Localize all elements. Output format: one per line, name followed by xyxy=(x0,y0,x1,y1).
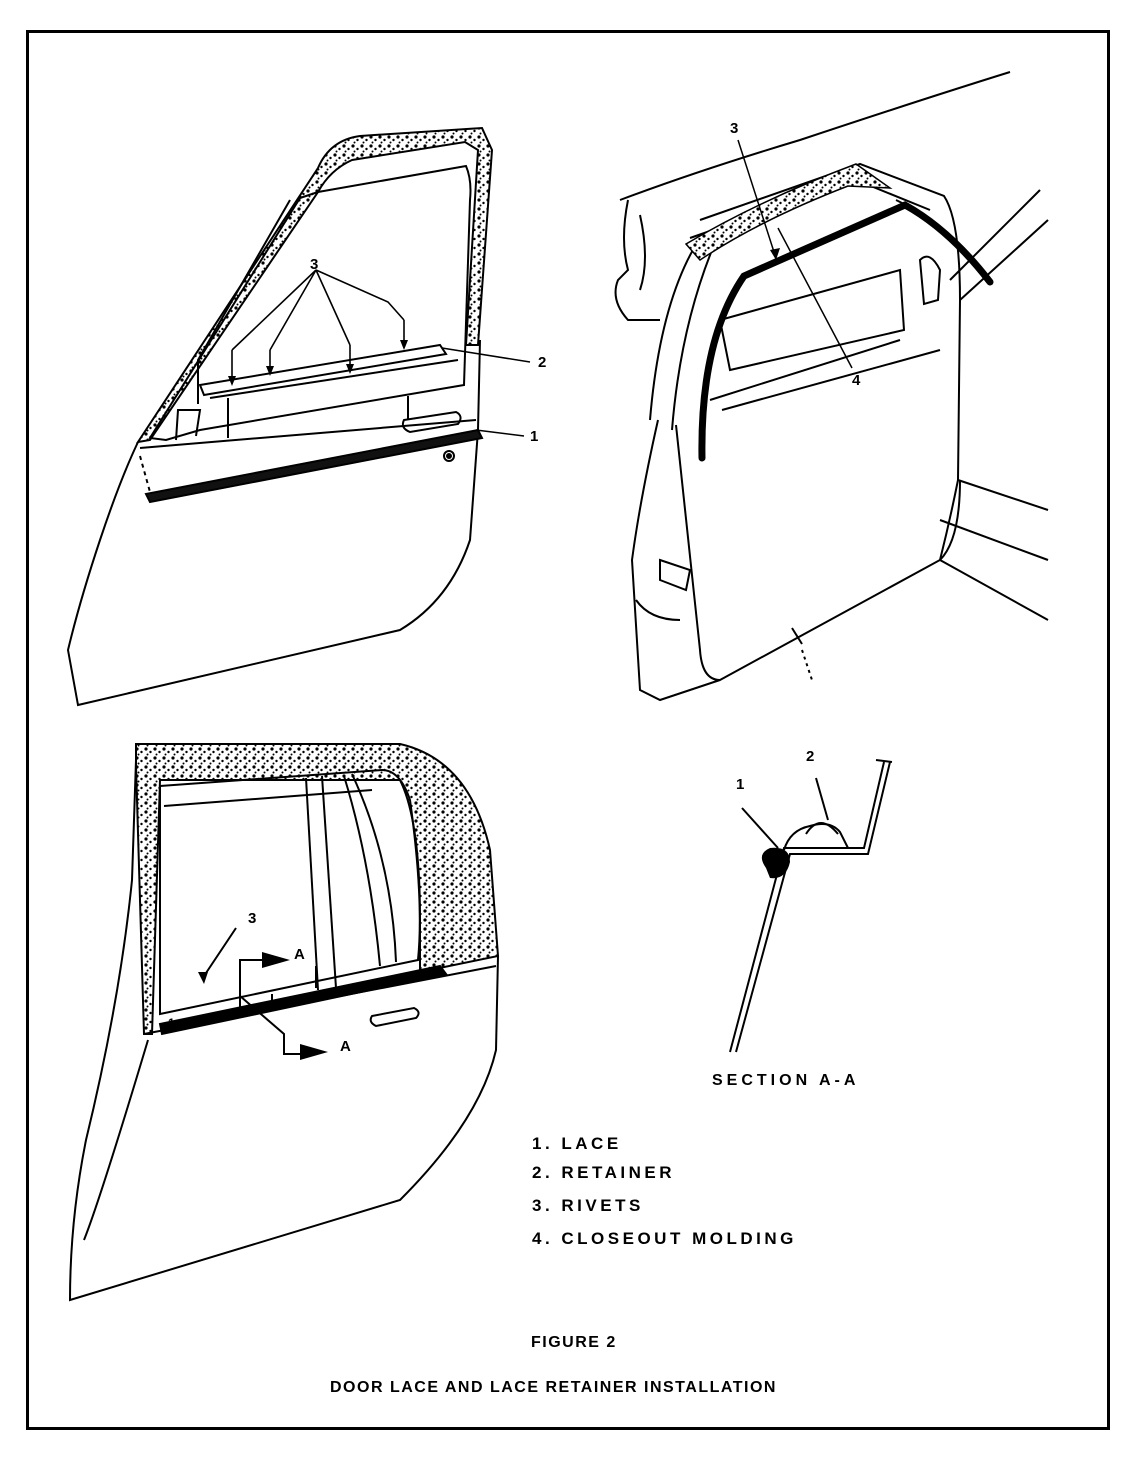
arrow-a-bottom xyxy=(300,1044,328,1060)
body-side-drawing xyxy=(614,71,1049,702)
front-door-retainer xyxy=(198,343,448,397)
closeout-molding xyxy=(698,201,994,462)
legend-item-lace: 1. LACE xyxy=(532,1134,622,1153)
roof-rail-stipple xyxy=(684,163,893,261)
callout-rivets-rear: 3 xyxy=(248,910,257,927)
callout-lace-rear: 1 xyxy=(168,1016,175,1030)
legend-item-retainer: 2. RETAINER xyxy=(532,1163,676,1182)
callout-section-retainer: 2 xyxy=(806,748,815,765)
front-door-outer xyxy=(66,339,481,707)
figure-title: DOOR LACE AND LACE RETAINER INSTALLATION xyxy=(330,1379,777,1396)
callout-rivets-body: 3 xyxy=(730,120,739,137)
roof-line xyxy=(619,71,1011,201)
front-door-window-opening xyxy=(148,164,472,442)
section-a-a-drawing xyxy=(729,759,893,1053)
section-title: SECTION A-A xyxy=(712,1072,860,1089)
callout-section-a-bottom: A xyxy=(340,1038,351,1055)
legend-item-rivets: 3. RIVETS xyxy=(532,1196,644,1215)
arrow-a-top xyxy=(262,952,290,968)
section-lace xyxy=(761,847,790,879)
rear-door-window xyxy=(159,768,421,1016)
figure-number: FIGURE 2 xyxy=(531,1334,617,1351)
callout-section-a-top: A xyxy=(294,946,305,963)
front-door-belt xyxy=(139,419,477,449)
callout-rivets-front: 3 xyxy=(310,256,319,273)
section-a-arrows xyxy=(203,927,300,1055)
body-view-leaders xyxy=(737,139,853,369)
front-door-rivet-leaders xyxy=(231,269,531,437)
legend-item-closeout-molding: 4. CLOSEOUT MOLDING xyxy=(532,1229,797,1248)
rear-door-drawing xyxy=(68,743,500,1302)
callout-section-lace: 1 xyxy=(736,776,745,793)
front-door-rivet-arrowheads xyxy=(228,340,408,386)
callout-retainer-front: 2 xyxy=(538,354,547,371)
callout-closeout-molding: 4 xyxy=(852,372,861,389)
front-door-handle xyxy=(401,410,462,434)
rear-door-handle xyxy=(369,1006,420,1028)
open-door-outer xyxy=(630,419,721,702)
front-door-drawing xyxy=(66,126,494,707)
front-door-lock xyxy=(443,450,455,462)
figure-frame xyxy=(26,30,1110,1430)
rear-door-outer xyxy=(68,759,499,1302)
front-door-frame-stipple xyxy=(135,126,494,444)
callout-lace-front: 1 xyxy=(530,428,539,445)
